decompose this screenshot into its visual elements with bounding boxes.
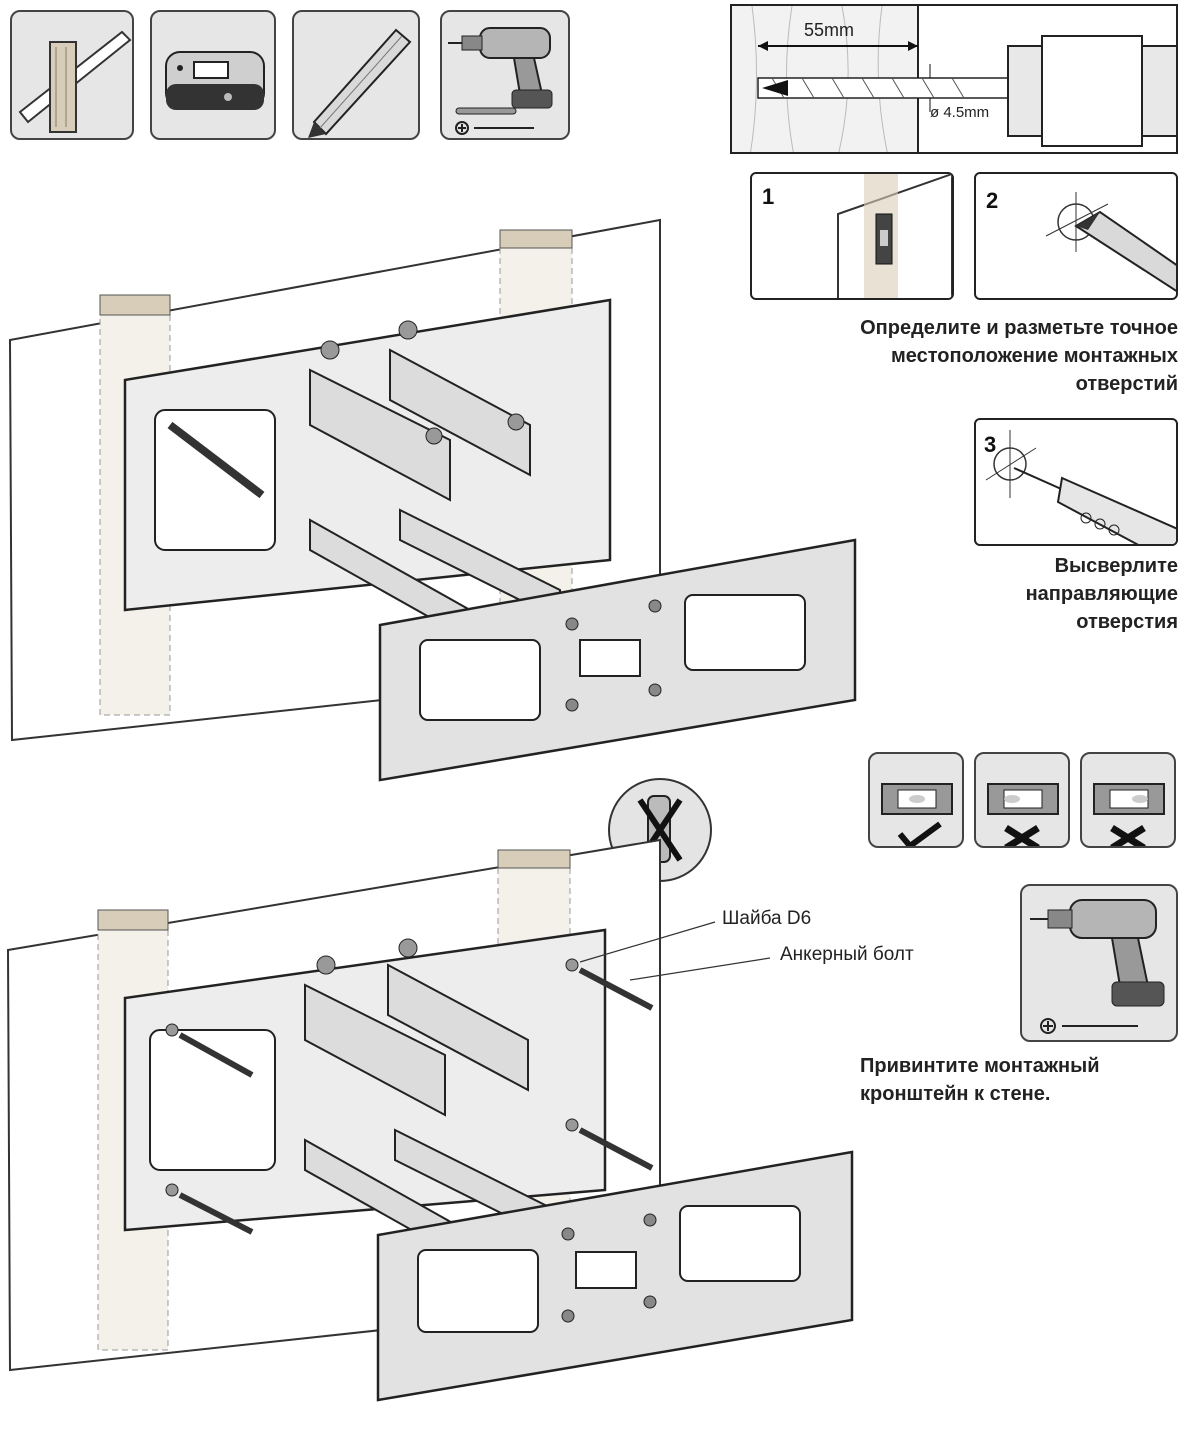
- bracket-on-wall-illustration: [8, 218, 857, 782]
- screwdriver-drill-tile: [1020, 884, 1178, 1042]
- washer-label: Шайба D6: [722, 908, 812, 929]
- level-correct-tile: [868, 752, 964, 848]
- step-2-mark-hole: 2: [974, 172, 1178, 300]
- stud-finder-tool-tile: [150, 10, 276, 140]
- level-wrong-right-tile: [974, 752, 1070, 848]
- stud-wall-tool-tile: [10, 10, 134, 140]
- stud-finder-on-wall-illustration: [837, 174, 952, 298]
- pencil-tool-tile: [292, 10, 420, 140]
- level-wrong-left-tile: [1080, 752, 1176, 848]
- step-number: 2: [986, 188, 999, 213]
- screw-bracket-caption: Привинтите монтажный кронштейн к стене.: [860, 1055, 1100, 1105]
- power-drill-icon: [1030, 899, 1165, 1034]
- mark-holes-caption: Определите и разметьте точное местополож…: [860, 317, 1178, 395]
- level-check-icon: [881, 783, 953, 846]
- level-cross-icon: [1093, 783, 1165, 846]
- stud-wall-icon: [18, 30, 132, 133]
- bracket-bolted-to-wall-illustration: [6, 838, 854, 1402]
- step-1-locate-stud: 1: [750, 172, 954, 300]
- drill-tool-tile: [440, 10, 570, 140]
- drill-bit-in-wall-illustration: [732, 6, 1176, 152]
- drill-depth-detail: 55mm ø 4.5mm: [730, 4, 1178, 154]
- anchor-bolt-label: Анкерный болт: [780, 944, 914, 965]
- drill-diameter-label: ø 4.5mm: [930, 104, 990, 121]
- step-number: 1: [762, 184, 775, 209]
- pencil-icon: [308, 28, 412, 138]
- drill-depth-label: 55mm: [804, 20, 855, 40]
- step-3-drill-hole: 3: [974, 418, 1178, 546]
- step-number: 3: [984, 432, 997, 457]
- drill-holes-caption: Высверлите направляющие отверстия: [1025, 555, 1178, 633]
- power-drill-icon: [448, 27, 553, 135]
- level-cross-icon: [987, 783, 1059, 846]
- drill-into-mark-illustration: [985, 430, 1176, 544]
- pencil-mark-illustration: [1045, 192, 1176, 292]
- stud-finder-icon: [165, 51, 265, 110]
